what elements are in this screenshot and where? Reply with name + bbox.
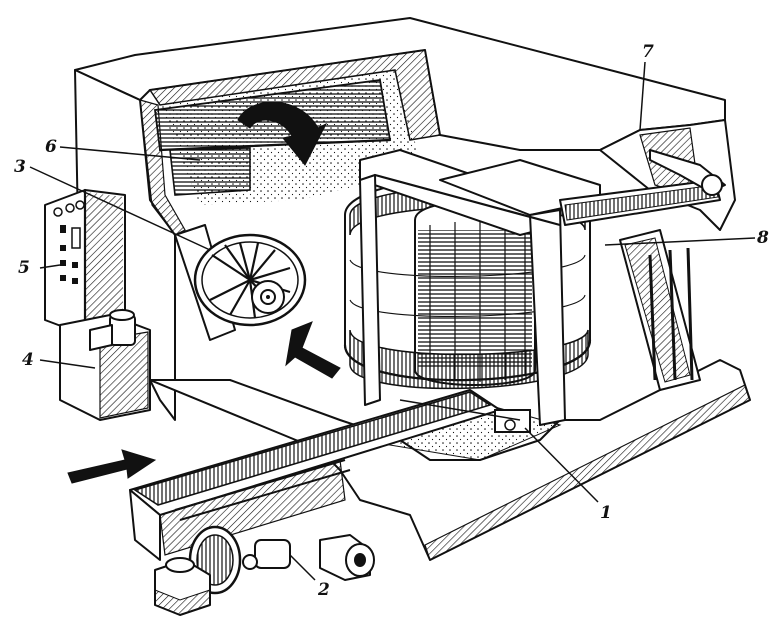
control-panel (44, 188, 126, 337)
conveyor-drive (154, 525, 242, 616)
leader-lines (29, 61, 756, 581)
drive-tensioner (559, 149, 726, 391)
label-4: 4 (22, 350, 34, 370)
label-6: 6 (45, 137, 57, 157)
infeed-conveyor (129, 389, 501, 561)
belt-motor (242, 534, 375, 581)
label-7: 7 (642, 42, 654, 62)
fan (174, 224, 307, 341)
label-5: 5 (18, 258, 30, 278)
curved-arrow-icon (237, 101, 328, 166)
label-8: 8 (756, 228, 769, 248)
arrow-icon (285, 321, 341, 379)
label-3: 3 (14, 157, 26, 177)
label-1: 1 (600, 503, 612, 523)
arrow-icon (67, 449, 157, 484)
drum-bearing (399, 399, 531, 433)
label-2: 2 (317, 580, 330, 600)
refrigeration-unit (59, 309, 151, 421)
